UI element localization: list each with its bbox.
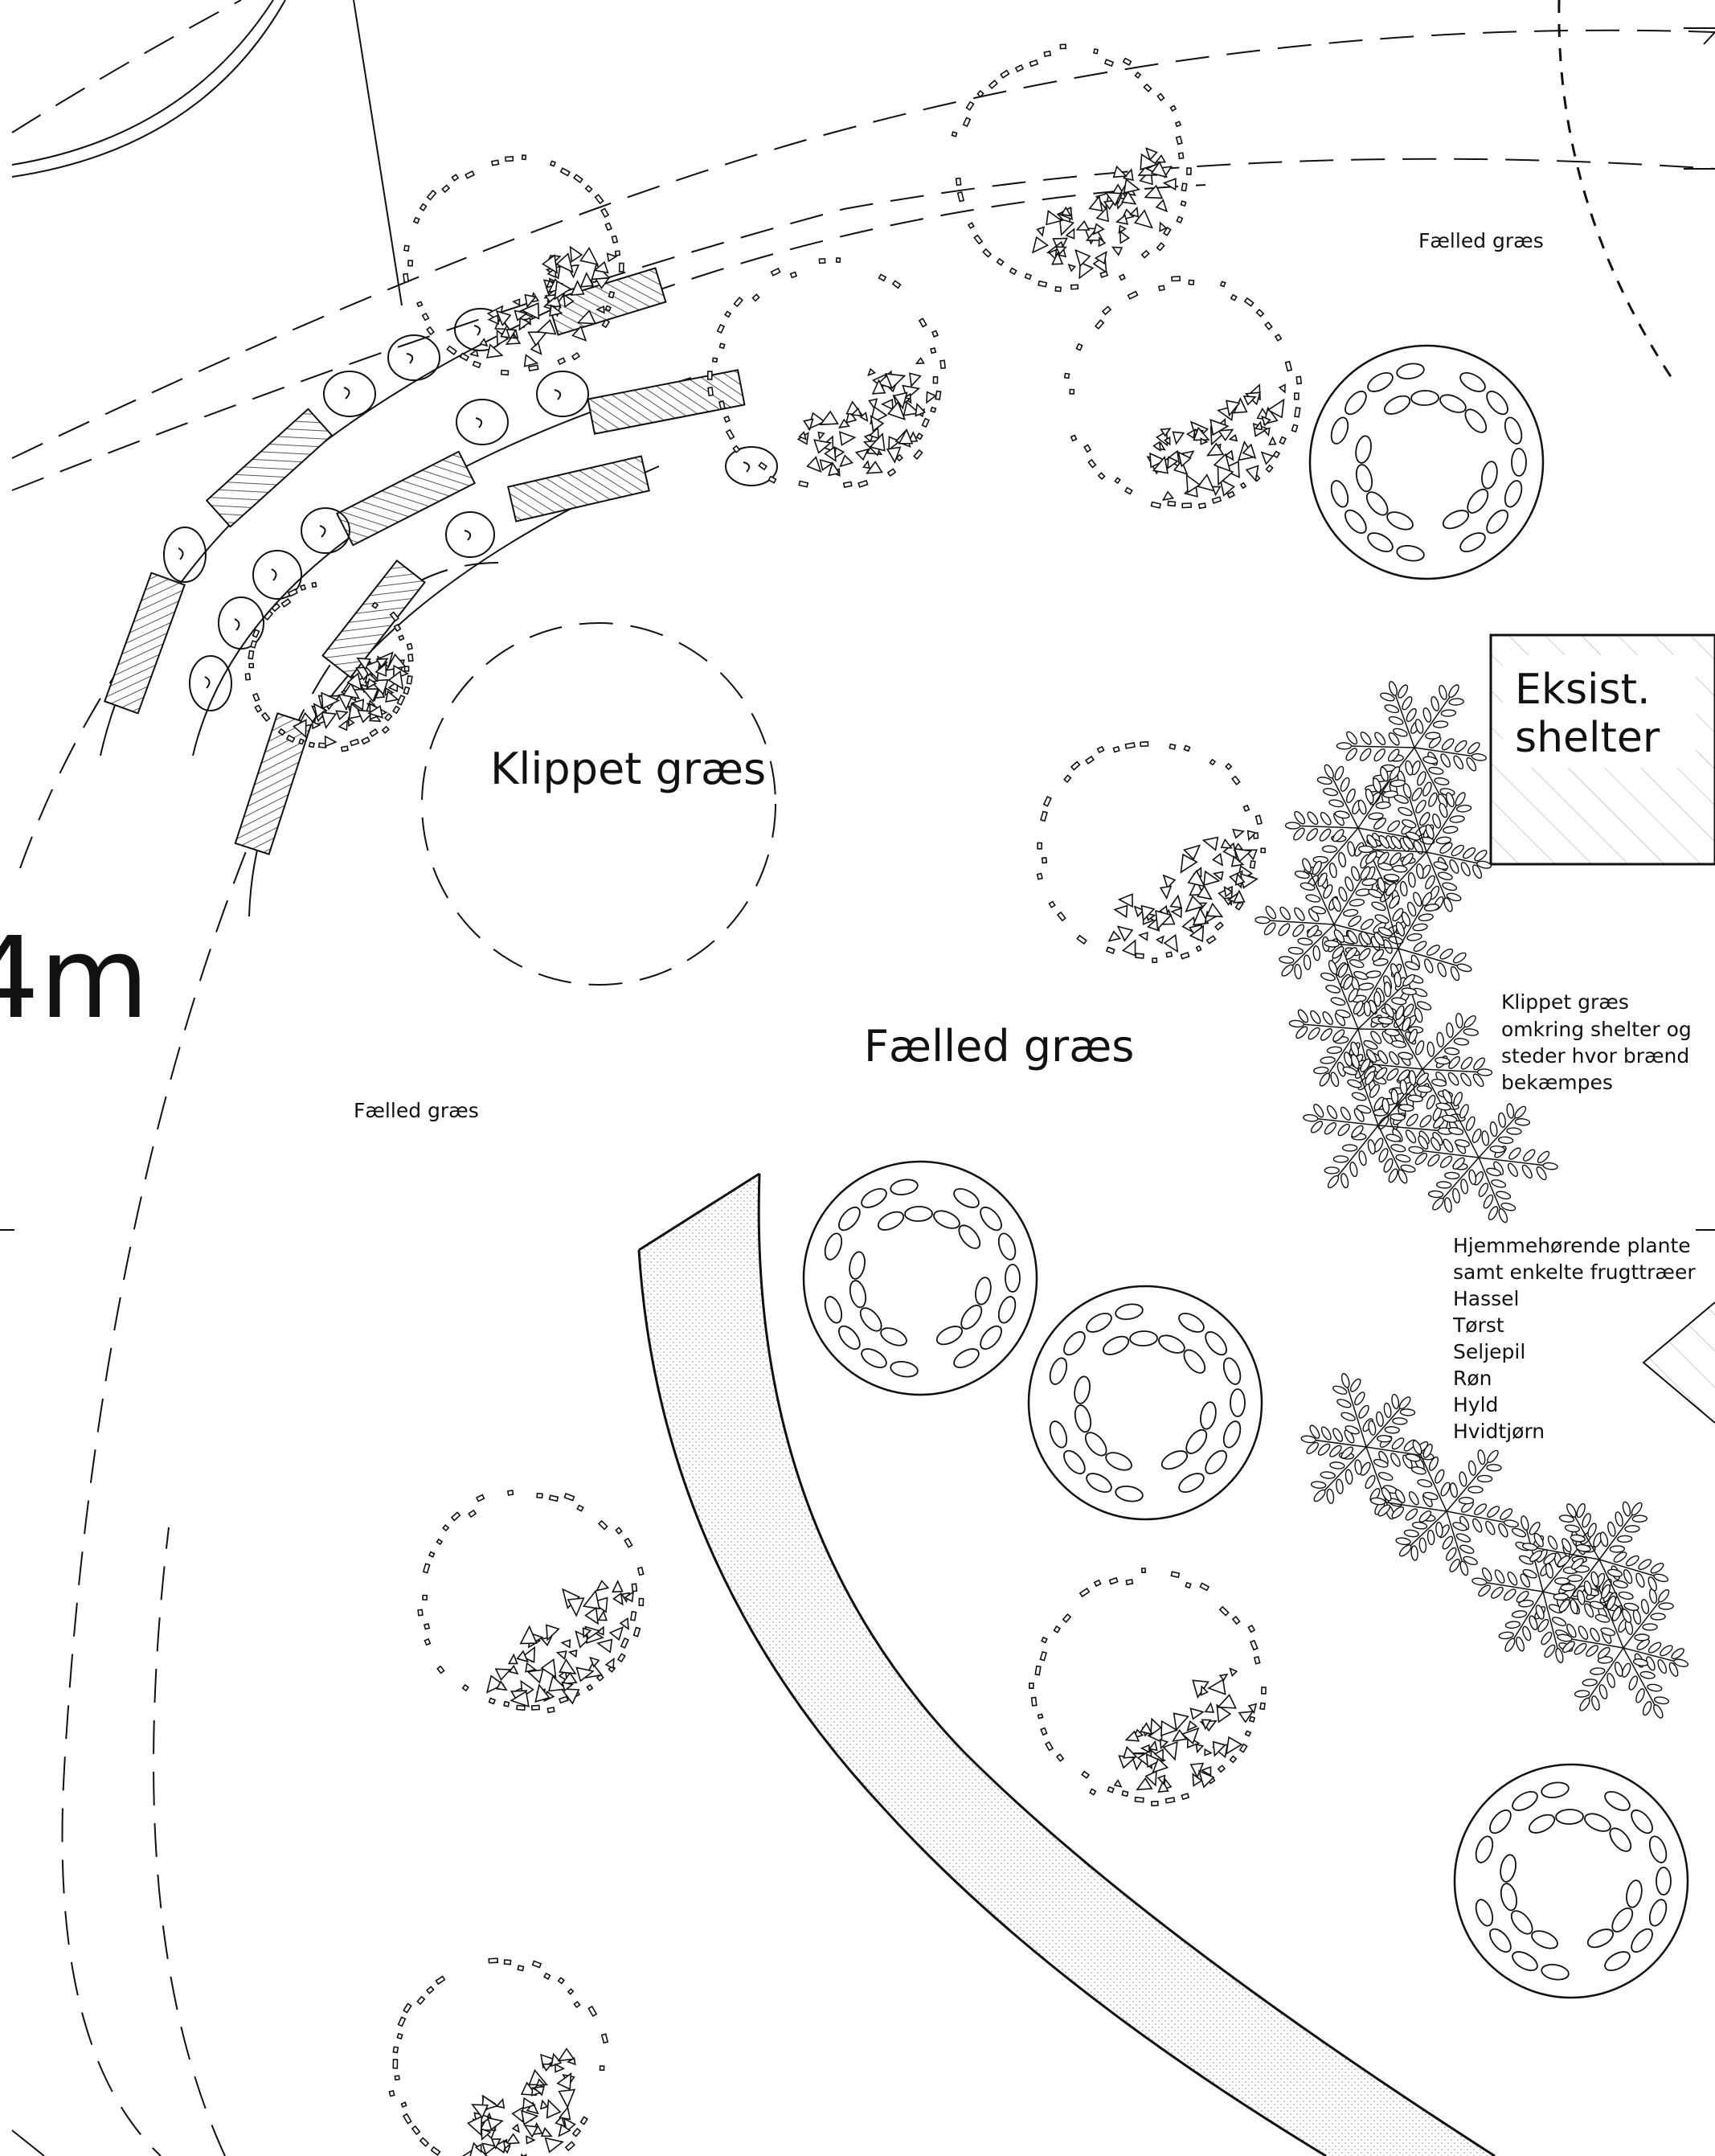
hedge-plant-symbol	[1358, 783, 1492, 912]
hedge-plant-symbol	[1336, 681, 1487, 808]
note-mown-grass: Klippet græs omkring shelter og steder h…	[1501, 990, 1692, 1094]
stump	[387, 334, 440, 381]
note-line: steder hvor brænd	[1501, 1044, 1689, 1068]
label-common-grass-main: Fælled græs	[864, 1021, 1134, 1072]
hedge-plant-symbol	[1303, 1054, 1454, 1189]
plant-item: Hyld	[1453, 1393, 1498, 1416]
stump	[323, 371, 376, 417]
shrub-canopy-symbol	[403, 154, 624, 376]
hedge-plant-symbol	[1471, 1515, 1620, 1663]
hedge-plant-symbol	[1408, 1088, 1558, 1224]
hedge-plant-symbol	[1557, 1574, 1689, 1719]
shrub-canopy-symbol	[388, 1957, 609, 2156]
stump	[445, 511, 495, 558]
stump	[301, 507, 350, 554]
plant-item: Seljepil	[1453, 1340, 1525, 1363]
note-line: Klippet græs	[1501, 990, 1629, 1014]
shrub-canopy-symbol	[1028, 1568, 1267, 1807]
shrub-canopy-symbol	[951, 43, 1192, 293]
plant-item: Røn	[1453, 1367, 1492, 1390]
plants-heading: samt enkelte frugttræer	[1453, 1260, 1696, 1284]
bench	[103, 572, 186, 715]
label-common-grass-top: Fælled græs	[1418, 229, 1544, 252]
dashed-path-bands	[11, 0, 1715, 2156]
plants-heading: Hjemmehørende plante	[1453, 1234, 1691, 1257]
bench	[205, 408, 334, 528]
bench-rows	[100, 267, 778, 917]
tree-canopy-symbol	[1308, 344, 1545, 580]
tree-canopy-symbol	[1027, 1285, 1263, 1521]
bench	[335, 450, 477, 547]
shrub-canopy-symbol	[1063, 276, 1303, 510]
plant-item: Hvidtjørn	[1453, 1420, 1545, 1443]
note-native-plants: Hjemmehørende plante samt enkelte frugtt…	[1452, 1234, 1696, 1443]
shrub-canopy-symbol	[706, 256, 947, 488]
stump	[536, 371, 589, 417]
native-hedge-plantings	[1255, 681, 1689, 1719]
shrub-canopy-symbol	[1036, 741, 1267, 964]
tree-canopy-symbol	[802, 1160, 1038, 1396]
stump	[725, 446, 778, 486]
bench	[587, 369, 746, 435]
bench	[507, 455, 650, 523]
shelter-label-line2: shelter	[1515, 714, 1660, 762]
note-line: bekæmpes	[1501, 1071, 1613, 1094]
bench	[321, 559, 426, 679]
label-mown-grass: Klippet græs	[490, 744, 766, 794]
hedge-plant-symbol	[1288, 960, 1424, 1095]
plant-item: Tørst	[1452, 1314, 1504, 1337]
stump	[456, 399, 509, 445]
shrub-canopy-symbol	[417, 1490, 645, 1714]
mown-grass-circle	[421, 622, 776, 986]
top-left-arcs	[11, 0, 403, 306]
stump	[252, 550, 302, 600]
shrub-canopies	[244, 43, 1303, 2156]
hedge-plant-symbol	[1521, 1501, 1669, 1624]
tree-canopy-symbol	[1453, 1763, 1689, 1999]
stump	[189, 655, 232, 711]
stump	[218, 596, 264, 650]
existing-shelter	[1489, 633, 1715, 1424]
edge-ticks	[0, 27, 1715, 2156]
shelter-label-line1: Eksist.	[1515, 666, 1651, 714]
note-line: omkring shelter og	[1501, 1018, 1692, 1041]
bench	[234, 712, 313, 855]
stump	[163, 527, 207, 583]
scale-bar-label: 4m	[0, 913, 149, 1044]
tree-canopies	[802, 344, 1689, 1999]
plant-item: Hassel	[1453, 1287, 1520, 1310]
walking-path	[637, 1172, 1496, 2156]
label-common-grass-left: Fælled græs	[354, 1099, 479, 1122]
hedge-plant-symbol	[1369, 1440, 1520, 1576]
shrub-canopy-symbol	[244, 581, 414, 752]
